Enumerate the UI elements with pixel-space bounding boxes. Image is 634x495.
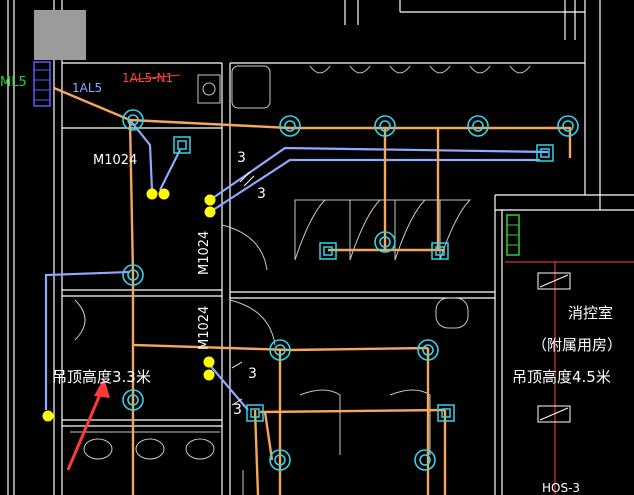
- room-subtitle: （附属用房）: [532, 336, 622, 354]
- switch-node: [203, 369, 215, 381]
- wire-ticks: [231, 171, 255, 406]
- switch-node: [204, 194, 216, 206]
- door-label-top: M1024: [93, 153, 137, 168]
- switch-node: [42, 410, 54, 422]
- exhaust-fan-6: [437, 404, 455, 422]
- light-fixture-4: [467, 115, 489, 137]
- light-fixture-8: [269, 339, 291, 361]
- wire-count-c: 3: [248, 366, 257, 382]
- exhaust-fan-4: [431, 242, 449, 260]
- circuit-label-2: 1AL5-N1: [122, 71, 173, 85]
- annotation-arrow: [66, 378, 110, 471]
- left-edge-label: ML5: [0, 75, 27, 90]
- light-fixture-1: [122, 109, 144, 131]
- switch-node: [158, 188, 170, 200]
- exhaust-fan-1: [173, 136, 191, 154]
- circuit-label-1: 1AL5: [72, 81, 102, 95]
- equipment-marker: [506, 214, 520, 256]
- switch-node: [146, 188, 158, 200]
- switch-node: [204, 206, 216, 218]
- light-fixture-11: [269, 449, 291, 471]
- light-fixture-10: [122, 389, 144, 411]
- architectural-walls: [7, 0, 634, 495]
- ceiling-height-right: 吊顶高度4.5米: [512, 368, 611, 386]
- ceiling-height-left: 吊顶高度3.3米: [52, 368, 151, 386]
- orange-wiring: [53, 86, 572, 495]
- light-fixture-12: [414, 449, 436, 471]
- light-fixture-9: [417, 339, 439, 361]
- light-fixture-7: [122, 264, 144, 286]
- light-fixture-2: [279, 115, 301, 137]
- red-circuit-lines: [129, 74, 634, 495]
- ceiling-lights: [122, 109, 579, 471]
- drawing-labels: ML5 1AL5 1AL5-N1 M1024 M1024 M1024 3 3 3…: [0, 71, 622, 495]
- switch-nodes: [42, 188, 216, 422]
- exhaust-fan-2: [536, 144, 554, 162]
- box-code: HOS-3: [542, 481, 580, 495]
- light-fixture-3: [374, 115, 396, 137]
- exhaust-fan-5: [246, 404, 264, 422]
- wire-count-a: 3: [237, 150, 246, 166]
- distribution-panel-marker: [33, 61, 51, 107]
- blue-wiring: [44, 119, 549, 411]
- door-label-low: M1024: [197, 306, 212, 350]
- light-fixture-6: [374, 231, 396, 253]
- door-label-mid: M1024: [197, 231, 212, 275]
- room-name: 消控室: [568, 304, 613, 322]
- exhaust-fan-3: [319, 242, 337, 260]
- exhaust-fans: [173, 136, 554, 422]
- switch-node: [203, 356, 215, 368]
- light-fixture-5: [557, 115, 579, 137]
- plumbing-fixtures: [70, 65, 531, 495]
- wire-count-d: 3: [233, 402, 242, 418]
- structural-column: [34, 10, 86, 60]
- wire-count-b: 3: [257, 186, 266, 202]
